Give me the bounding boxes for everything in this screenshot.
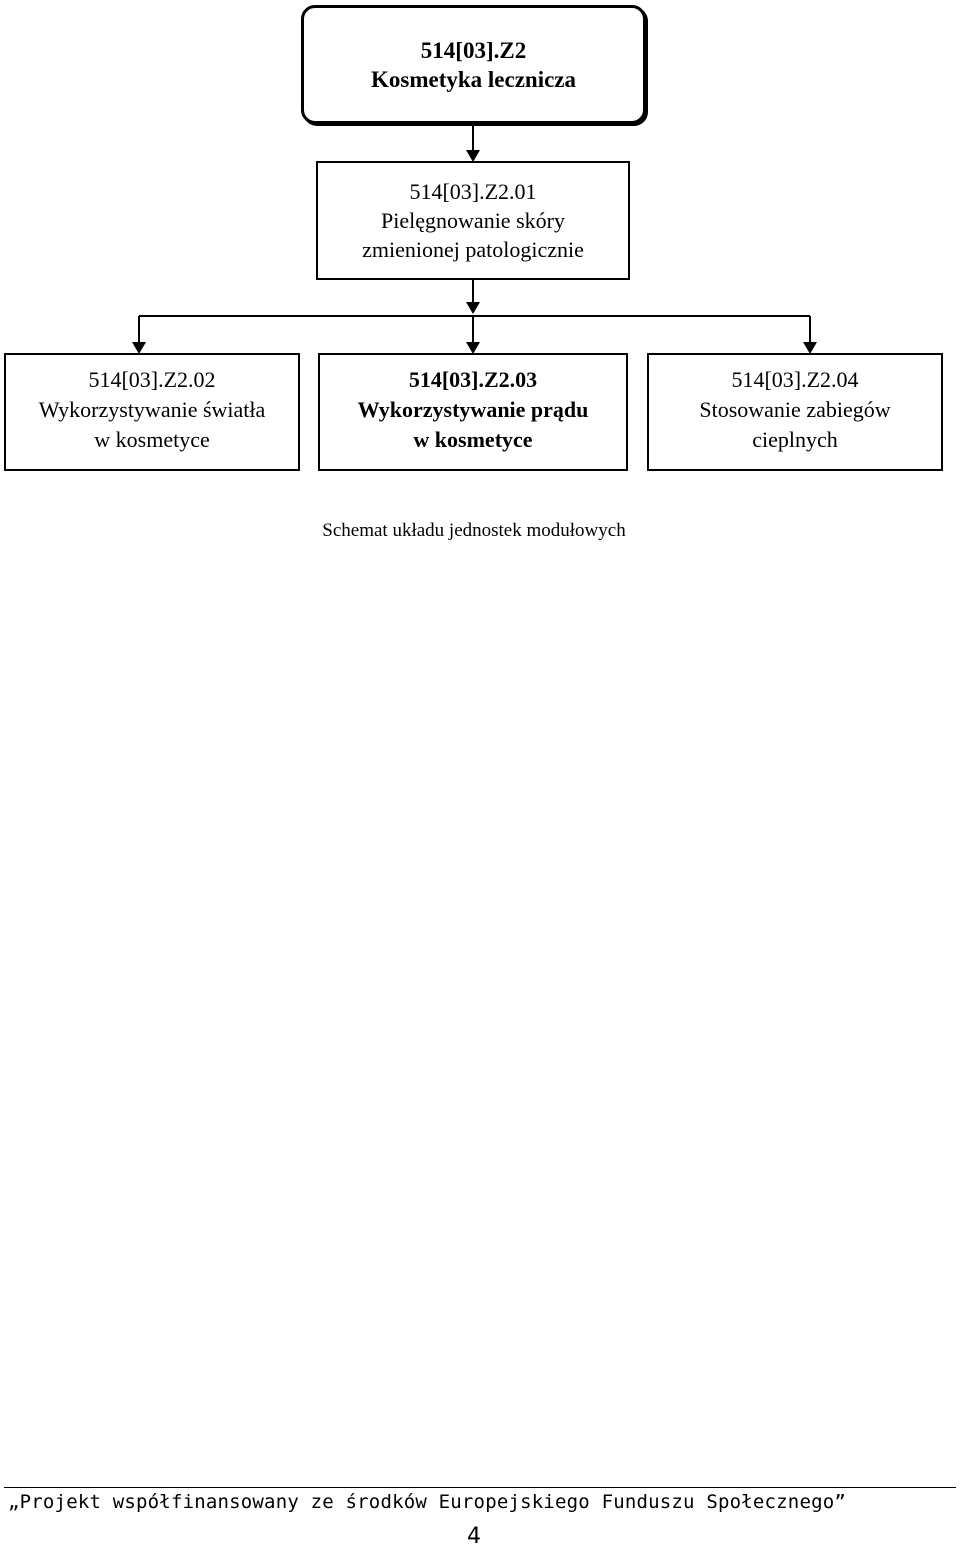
arrowhead-l1-down	[466, 302, 480, 314]
unit-title-01-line1: Pielęgnowanie skóry	[381, 208, 565, 233]
unit-code-04: 514[03].Z2.04	[731, 367, 859, 392]
unit-box-01: 514[03].Z2.01 Pielęgnowanie skóry zmieni…	[316, 161, 630, 280]
footer-divider	[4, 1487, 956, 1488]
unit-title-03-line1: Wykorzystywanie prądu	[357, 397, 589, 422]
unit-title-02-line1: Wykorzystywanie światła	[38, 397, 266, 422]
root-module-box: 514[03].Z2 Kosmetyka lecznicza	[301, 5, 646, 124]
diagram-caption: Schemat układu jednostek modułowych	[322, 520, 626, 541]
root-module-code: 514[03].Z2	[420, 37, 527, 63]
unit-title-04-line1: Stosowanie zabiegów	[699, 397, 891, 422]
root-module-title: Kosmetyka lecznicza	[370, 66, 577, 92]
unit-code-03: 514[03].Z2.03	[408, 367, 538, 392]
connector-lines	[132, 124, 817, 354]
unit-title-03-line2: w kosmetyce	[413, 427, 533, 452]
unit-box-03: 514[03].Z2.03 Wykorzystywanie prądu w ko…	[318, 353, 628, 471]
unit-title-02-line2: w kosmetyce	[94, 427, 210, 452]
arrowhead-child-1	[132, 342, 146, 354]
unit-box-04: 514[03].Z2.04 Stosowanie zabiegów ciepln…	[647, 353, 943, 471]
arrowhead-child-3	[803, 342, 817, 354]
arrowhead-child-2	[466, 342, 480, 354]
page-number: 4	[467, 1524, 481, 1549]
unit-title-04-line2: cieplnych	[752, 427, 838, 452]
unit-title-01-line2: zmienionej patologicznie	[362, 237, 584, 262]
footer-funding-note: „Projekt współfinansowany ze środków Eur…	[8, 1491, 847, 1513]
unit-code-02: 514[03].Z2.02	[88, 367, 216, 392]
unit-code-01: 514[03].Z2.01	[409, 179, 537, 204]
unit-box-02: 514[03].Z2.02 Wykorzystywanie światła w …	[4, 353, 300, 471]
arrowhead-l1	[466, 150, 480, 162]
